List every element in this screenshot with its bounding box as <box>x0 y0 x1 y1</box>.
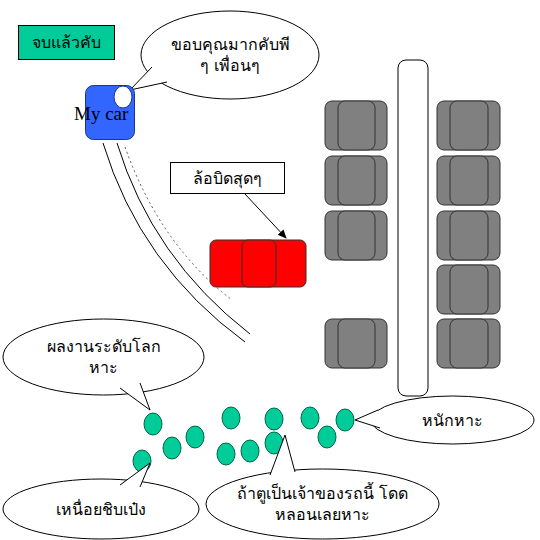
node-text-area: เหนื่อยชิบเป๋ง <box>2 478 200 540</box>
note-box: ล้อบิดสุดๆ <box>170 162 285 194</box>
my-car: My car <box>85 85 135 140</box>
node-label: ขอบคุณมากคับพี ๆ เพื่อนๆ <box>165 34 295 76</box>
leader-arrow <box>245 194 286 238</box>
node-text-area: ผลงานระดับโลก หาะ <box>2 318 205 396</box>
node-label: My car <box>74 103 128 124</box>
node-text-area: ขอบคุณมากคับพี ๆ เพื่อนๆ <box>140 10 320 100</box>
end-box: จบแล้วคับ <box>18 25 115 60</box>
node-text-area: My car <box>85 85 135 140</box>
node-label: ล้อบิดสุดๆ <box>193 168 262 189</box>
crowd <box>133 407 354 472</box>
red-car <box>210 240 306 287</box>
speech-bubble: หนักหาะ <box>370 395 535 445</box>
node-label: เหนื่อยชิบเป๋ง <box>16 499 186 520</box>
speech-bubble: ขอบคุณมากคับพี ๆ เพื่อนๆ <box>140 10 320 100</box>
node-text-area: หนักหาะ <box>370 395 535 445</box>
speech-bubble: เหนื่อยชิบเป๋ง <box>2 478 200 540</box>
node-outline <box>205 468 440 540</box>
speech-bubble: ถ้าตูเป็นเจ้าของรถนี้ โดดหลอนเลยหาะ <box>205 468 440 540</box>
node-outline <box>2 318 205 396</box>
node-label: ผลงานระดับโลก หาะ <box>39 336 169 378</box>
node-outline <box>140 10 320 100</box>
divider-bar <box>398 60 428 396</box>
node-label: จบแล้วคับ <box>32 32 101 53</box>
speech-bubble: ผลงานระดับโลก หาะ <box>2 318 205 396</box>
node-label: หนักหาะ <box>383 410 523 431</box>
node-text-area: จบแล้วคับ <box>19 26 114 59</box>
node-text-area: ถ้าตูเป็นเจ้าของรถนี้ โดดหลอนเลยหาะ <box>205 468 440 540</box>
node-label: ถ้าตูเป็นเจ้าของรถนี้ โดดหลอนเลยหาะ <box>223 483 423 525</box>
node-text-area: ล้อบิดสุดๆ <box>171 163 284 193</box>
parked-cars <box>325 101 500 368</box>
